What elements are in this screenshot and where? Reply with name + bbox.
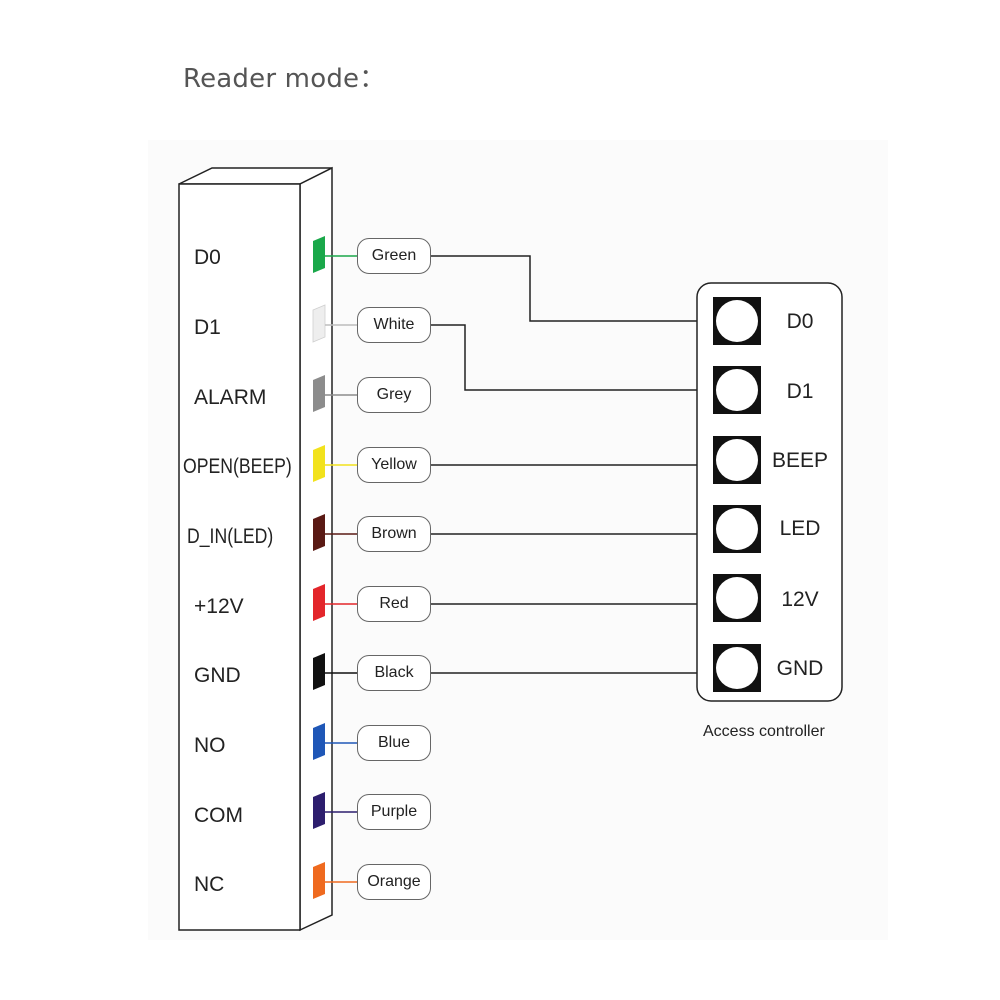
connection-white-d1 xyxy=(431,324,697,391)
pin-label-gnd: GND xyxy=(194,664,241,687)
controller-box xyxy=(696,282,843,702)
pin-block-yellow xyxy=(313,445,325,482)
controller-terminal-label-12v: 12V xyxy=(781,588,819,611)
pin-block-black xyxy=(313,653,325,690)
controller-terminal-hole-d1 xyxy=(716,369,758,411)
wire-pill-black: Black xyxy=(357,655,431,691)
pin-block-orange xyxy=(313,862,325,899)
controller-terminal-label-beep: BEEP xyxy=(771,449,829,472)
wire-pill-grey: Grey xyxy=(357,377,431,413)
controller-terminal-hole-gnd xyxy=(716,647,758,689)
controller-terminal-label-d1: D1 xyxy=(786,380,814,403)
connection-green-d0 xyxy=(431,255,697,322)
wire-pill-brown: Brown xyxy=(357,516,431,552)
pin-label-d-in-led: D_IN(LED) xyxy=(187,525,274,548)
pin-label-alarm: ALARM xyxy=(194,386,267,409)
pin-label-com: COM xyxy=(194,804,243,827)
pin-block-grey xyxy=(313,375,325,412)
wire-pill-yellow: Yellow xyxy=(357,447,431,483)
pin-label-no: NO xyxy=(194,734,226,757)
pin-block-white xyxy=(312,304,326,343)
pin-label-open-beep: OPEN(BEEP) xyxy=(183,455,292,478)
reader-box-front xyxy=(178,183,301,931)
diagram-title: Reader mode： xyxy=(183,64,386,94)
pin-label-d0: D0 xyxy=(194,246,221,269)
pin-label-nc: NC xyxy=(194,873,225,896)
wire-pill-white: White xyxy=(357,307,431,343)
wire-pill-blue: Blue xyxy=(357,725,431,761)
wire-pill-green: Green xyxy=(357,238,431,274)
controller-terminal-hole-led xyxy=(716,508,758,550)
controller-terminal-label-gnd: GND xyxy=(776,657,824,680)
wire-pill-purple: Purple xyxy=(357,794,431,830)
pin-block-red xyxy=(313,584,325,621)
pin-block-green xyxy=(313,236,325,273)
controller-terminal-hole-beep xyxy=(716,439,758,481)
controller-terminal-label-led: LED xyxy=(779,517,821,540)
pin-block-brown xyxy=(313,514,325,551)
pin-label-12v: +12V xyxy=(194,595,244,618)
pin-label-d1: D1 xyxy=(194,316,221,339)
pin-block-purple xyxy=(313,792,325,829)
controller-terminal-hole-12v xyxy=(716,577,758,619)
controller-terminal-hole-d0 xyxy=(716,300,758,342)
wire-pill-orange: Orange xyxy=(357,864,431,900)
wire-pill-red: Red xyxy=(357,586,431,622)
controller-terminal-label-d0: D0 xyxy=(786,310,814,333)
pin-block-blue xyxy=(313,723,325,760)
controller-caption: Access controller xyxy=(703,723,825,740)
